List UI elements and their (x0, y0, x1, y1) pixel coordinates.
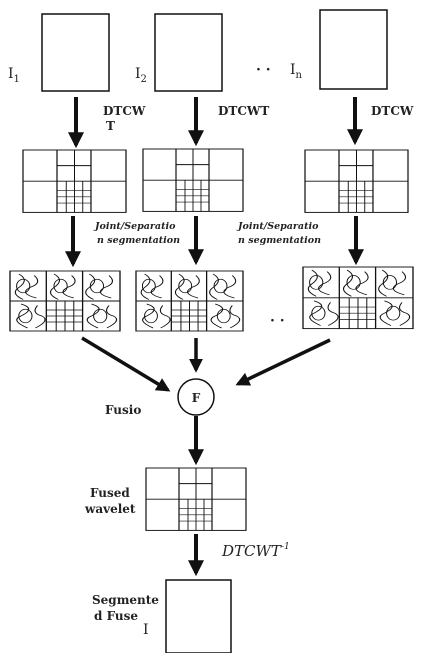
input-label-1: I1 (8, 66, 20, 85)
transform-label-2: DTCWT (218, 104, 269, 118)
output-label-1: Segmente (92, 593, 159, 607)
wavelet-grid-1 (23, 150, 126, 212)
segmented-grid-2 (136, 271, 243, 331)
arrow-fuse-n (238, 340, 330, 384)
wavelet-grid-n (305, 150, 408, 212)
fusion-label: Fusio (105, 403, 141, 417)
input-image-n (320, 10, 387, 89)
seg-label-right-1: Joint/Separatio (236, 221, 319, 232)
transform-label-1: DTCW (103, 104, 146, 118)
transform-label-1-suffix: T (106, 119, 115, 133)
input-image-1 (42, 14, 109, 91)
transform-label-n: DTCW (371, 104, 414, 118)
output-letter: I (143, 622, 149, 638)
input-label-n: In (290, 62, 303, 81)
fused-label-1: Fused (90, 486, 130, 500)
wavelet-grid-2 (143, 149, 243, 211)
arrow-fuse-1 (82, 338, 168, 390)
ellipsis-top: · · (256, 62, 271, 78)
input-label-2: I2 (135, 66, 147, 85)
inverse-label: DTCWT-1 (221, 542, 290, 560)
output-label-2: d Fuse (94, 609, 138, 623)
ellipsis-mid: · · (270, 313, 285, 329)
seg-label-left-2: n segmentation (97, 235, 180, 246)
seg-label-left-1: Joint/Separatio (93, 221, 176, 232)
output-image (166, 580, 231, 653)
fusion-node-label: F (192, 391, 201, 405)
segmented-grid-n (303, 267, 413, 329)
input-image-2 (155, 14, 222, 91)
fused-wavelet-grid (146, 468, 246, 530)
segmented-grid-1 (10, 271, 120, 331)
fused-label-2: wavelet (84, 502, 136, 516)
seg-label-right-2: n segmentation (238, 235, 321, 246)
